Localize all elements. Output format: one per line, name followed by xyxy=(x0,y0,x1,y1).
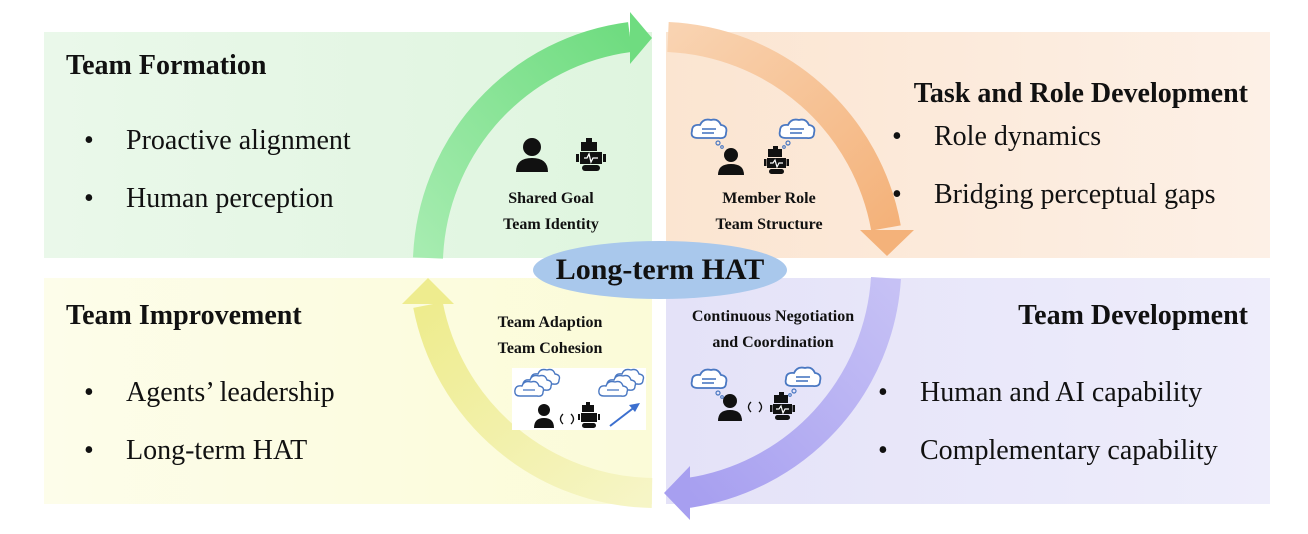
quadrant-title-team-improvement: Team Improvement xyxy=(66,300,302,331)
caption-line: Team Adaption xyxy=(497,314,603,331)
caption-line: Member Role xyxy=(722,190,816,207)
robot-icon xyxy=(770,392,795,420)
caption-line: Team Structure xyxy=(715,216,823,233)
center-ellipse xyxy=(533,241,787,299)
bullet-list-task-role-development: Role dynamics Bridging perceptual gaps xyxy=(878,120,1215,236)
caption-line: Continuous Negotiation xyxy=(691,308,855,325)
bullet-item: Complementary capability xyxy=(864,434,1218,492)
caption-line: Shared Goal xyxy=(508,190,594,207)
bullet-list-team-development: Human and AI capability Complementary ca… xyxy=(864,376,1218,492)
arrow-orange xyxy=(667,22,901,231)
thought-cloud-icon xyxy=(690,368,728,399)
thought-cloud-icon xyxy=(778,118,816,149)
bullet-item: Human and AI capability xyxy=(864,376,1218,434)
growth-arrow-icon xyxy=(609,403,640,427)
arrow-purple xyxy=(685,276,901,508)
person-icon xyxy=(534,404,554,428)
communication-icon xyxy=(559,413,575,425)
center-label: Long-term HAT xyxy=(555,253,765,286)
quadrant-title-task-role-development: Task and Role Development xyxy=(913,78,1248,109)
person-icon xyxy=(516,138,548,172)
caption-line: Team Identity xyxy=(503,216,599,233)
bullet-item: Role dynamics xyxy=(878,120,1215,178)
bullet-list-team-formation: Proactive alignment Human perception xyxy=(70,124,351,240)
center-caption-team-development: Continuous Negotiation and Coordination xyxy=(670,304,876,356)
caption-line: Team Cohesion xyxy=(497,340,603,357)
caption-line: and Coordination xyxy=(712,334,834,351)
bullet-item: Proactive alignment xyxy=(70,124,351,182)
quadrant-title-team-development: Team Development xyxy=(1018,300,1248,331)
arrow-yellow-head xyxy=(402,278,454,304)
bullet-item: Agents’ leadership xyxy=(70,376,335,434)
center-caption-team-improvement: Team Adaption Team Cohesion xyxy=(480,310,620,362)
arrow-orange-head xyxy=(860,230,914,256)
communication-icon xyxy=(747,401,763,413)
bullet-item: Bridging perceptual gaps xyxy=(878,178,1215,236)
thought-cloud-icon xyxy=(784,366,822,397)
robot-icon xyxy=(576,138,606,171)
arrow-purple-head xyxy=(664,466,690,520)
arrow-green xyxy=(413,22,633,259)
person-icon xyxy=(718,148,744,175)
thought-cloud-icon xyxy=(690,118,728,149)
bullet-list-team-improvement: Agents’ leadership Long-term HAT xyxy=(70,376,335,492)
center-caption-task-role-development: Member Role Team Structure xyxy=(694,186,844,238)
bullet-item: Human perception xyxy=(70,182,351,240)
quadrant-title-team-formation: Team Formation xyxy=(66,50,267,81)
arrow-yellow xyxy=(413,302,653,508)
team-adaption-panel xyxy=(512,368,646,430)
robot-icon xyxy=(578,402,600,428)
bullet-item: Long-term HAT xyxy=(70,434,335,492)
center-caption-team-formation: Shared Goal Team Identity xyxy=(486,186,616,238)
arrow-green-head xyxy=(630,12,652,64)
robot-icon xyxy=(764,146,789,174)
person-icon xyxy=(718,394,742,421)
